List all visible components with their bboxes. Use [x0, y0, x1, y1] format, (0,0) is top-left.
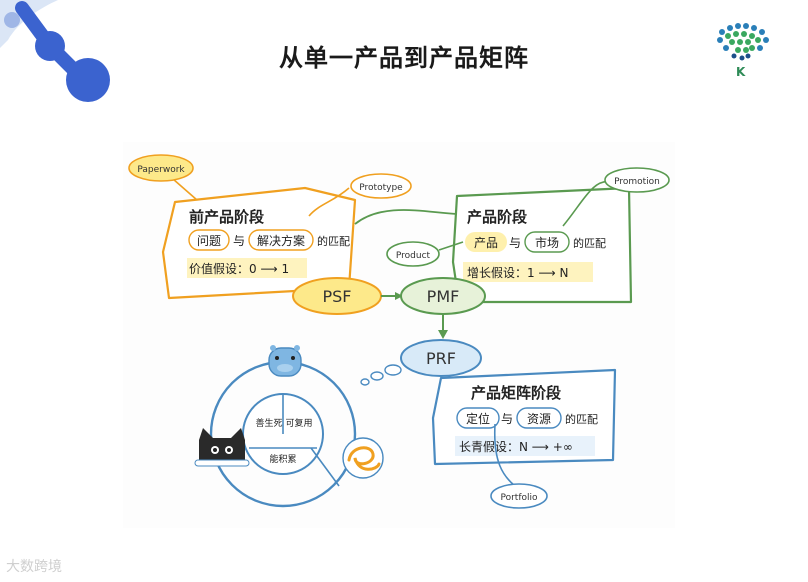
pmf-badge: PMF — [400, 277, 486, 315]
product-line1-d: 的匹配 — [573, 236, 606, 250]
product-line2: 增长假设：1 ⟶ N — [467, 266, 568, 280]
hippo-icon — [268, 345, 302, 377]
pre-line1-a: 问题 — [197, 234, 221, 248]
matrix-line1-d: 的匹配 — [565, 412, 598, 426]
prototype-tag: Prototype — [359, 183, 403, 193]
ecommerce-icon — [342, 437, 384, 479]
product-heading: 产品阶段 — [467, 208, 527, 226]
product-section: Product Promotion 产品阶段 产品 与 市场 的匹配 增长假设：… — [354, 167, 670, 304]
page-title: 从单一产品到产品矩阵 — [279, 44, 529, 72]
svg-text:PRF: PRF — [426, 349, 456, 368]
svg-text:PSF: PSF — [322, 287, 351, 306]
brand-logo: K — [717, 23, 769, 79]
product-line1-b: 与 — [509, 236, 521, 250]
pre-product-heading: 前产品阶段 — [189, 208, 264, 226]
product-line1-a: 产品 — [474, 236, 498, 250]
circle-seg-3: 能积累 — [269, 453, 296, 465]
prf-badge: PRF — [400, 339, 482, 377]
matrix-line1-a: 定位 — [466, 411, 490, 426]
watermark: 大数跨境 — [6, 559, 62, 575]
matrix-heading: 产品矩阵阶段 — [471, 384, 561, 402]
matrix-line2: 长青假设：N ⟶ +∞ — [459, 440, 573, 454]
pre-line1-d: 的匹配 — [317, 234, 350, 248]
strategy-diagram: Paperwork Prototype 前产品阶段 问题 与 解决方案 的匹配 … — [123, 142, 675, 528]
pre-product-section: Paperwork Prototype 前产品阶段 问题 与 解决方案 的匹配 … — [128, 154, 412, 300]
matrix-circle: 善生死 可复用 能积累 — [209, 360, 357, 508]
svg-text:PMF: PMF — [427, 287, 460, 306]
promotion-tag: Promotion — [614, 177, 660, 187]
product-tag: Product — [396, 251, 431, 261]
matrix-line1-b: 与 — [501, 412, 513, 426]
circle-seg-1: 善生死 — [255, 417, 282, 429]
cat-icon — [194, 428, 250, 467]
product-line1-c: 市场 — [535, 235, 559, 250]
circle-seg-2: 可复用 — [285, 417, 312, 429]
pre-line2: 价值假设：0 ⟶ 1 — [189, 261, 289, 276]
paperwork-tag: Paperwork — [137, 165, 185, 175]
matrix-section: 产品矩阵阶段 定位 与 资源 的匹配 长青假设：N ⟶ +∞ Portfolio — [431, 368, 617, 509]
portfolio-tag: Portfolio — [500, 493, 538, 503]
pre-line1-c: 解决方案 — [257, 233, 305, 248]
matrix-line1-c: 资源 — [527, 412, 551, 426]
svg-text:K: K — [736, 65, 746, 79]
corner-logo — [0, 0, 110, 102]
pre-line1-b: 与 — [233, 234, 245, 248]
psf-badge: PSF — [292, 277, 382, 315]
